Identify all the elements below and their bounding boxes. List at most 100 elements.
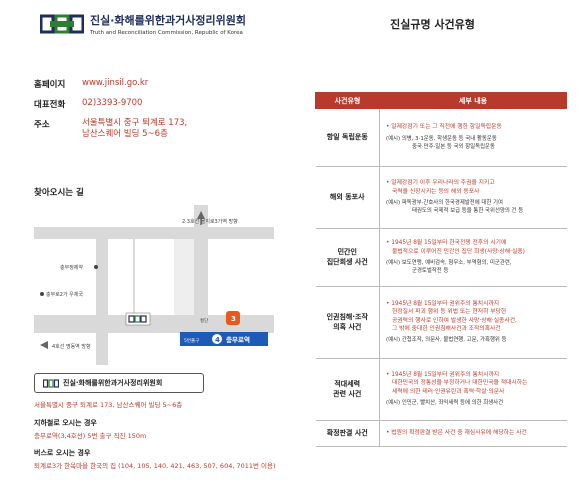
case-detail: • 1945년 8월 15일부터 한국전쟁 전후의 시기에 불법적으로 이루어진… [379, 228, 567, 287]
table-row: 확정판결 사건 • 법원의 확정판결 받은 사건 중 재심사유에 해당하는 사건 [315, 420, 567, 447]
table-header-row: 사건유형 세부 내용 [315, 92, 567, 109]
map-label-crossing: 횡단 [200, 317, 208, 324]
case-type: 항일 독립운동 [315, 108, 380, 167]
detail-example: (예시) 보도연맹, 예비검속, 형무소, 부역혐의, 미군관련, 군경토벌작전… [386, 260, 563, 276]
contact-info: 홈페이지 www.jinsil.go.kr 대표전화 02)3393-9700 … [34, 78, 187, 149]
main-line: • 일제강점기 이후 우리나라의 주권을 지키고 [386, 180, 495, 187]
map-exit-label: 5번출구 [184, 337, 199, 344]
example-line: 중국·만주·일본 등 국외 항일독립운동 [412, 143, 495, 150]
case-types-title: 진실규명 사건유형 [390, 18, 475, 31]
map-legend-text: 진실·화해를위한과거사정리위원회 [63, 379, 163, 387]
directions-title: 찾아오시는 길 [34, 188, 84, 198]
type-line: 인권침해·조작 [326, 312, 368, 321]
subway-heading: 지하철로 오시는 경우 [34, 419, 97, 427]
case-detail: • 일제강점기 이후 우리나라의 주권을 지키고 국력을 신장시키는 등의 해외… [379, 166, 567, 229]
type-line: 적대세력 [334, 379, 361, 388]
type-line: 의혹 사건 [333, 322, 362, 331]
detail-example: (예시) 간첩조작, 의문사, 불법연행, 고문, 가혹행위 등 [386, 337, 563, 345]
homepage-label: 홈페이지 [34, 80, 66, 90]
address-row: 주소 서울특별시 중구 퇴계로 173, 남산스퀘어 빌딩 5~6층 [34, 118, 187, 141]
phone-label: 대표전화 [34, 100, 66, 110]
case-detail: • 1945년 8월 15일부터 권위주의 통치시까지 헌정질서 파괴 행위 등… [379, 286, 567, 359]
map-label-top-road: 2·3호선 을지로3가역 방향 [182, 218, 238, 225]
detail-main: • 일제강점기 이후 우리나라의 주권을 지키고 국력을 신장시키는 등의 해외… [386, 179, 563, 196]
header-type: 사건유형 [315, 92, 380, 109]
type-line: 민간인 [337, 247, 357, 256]
table-row: 적대세력 관련 사건 • 1945년 8월 15일부터 권위주의 통치시까지 대… [315, 358, 567, 421]
subway-value: 충무로역(3,4호선) 5번 출구 직진 150m [34, 432, 147, 440]
map-line3-badge [226, 311, 240, 325]
example-line: (예시) 인민군, 빨치산, 좌익세력 등에 의한 희생사건 [386, 400, 504, 407]
map-building-marker [125, 312, 151, 326]
main-line: 대한민국의 정통성을 부정하거나 대한민국을 적대시하는 [392, 380, 528, 387]
main-line: 국력을 신장시키는 등의 해외 동포사 [392, 188, 480, 195]
commission-mini-logo-icon [43, 378, 59, 388]
map-label-post-office: 충무로2가 우체국 [46, 291, 83, 298]
table-row: 인권침해·조작 의혹 사건 • 1945년 8월 15일부터 권위주의 통치시까… [315, 286, 567, 359]
location-map: 2·3호선 을지로3가역 방향 충무정제약 충무로2가 우체국 4호선 명동역 … [34, 205, 274, 365]
main-line: • 1945년 8월 15일부터 권위주의 통치시까지 [386, 300, 500, 307]
map-label-myeongdong: 4호선 명동역 방향 [52, 343, 91, 350]
right-panel: 진실규명 사건유형 사건유형 세부 내용 항일 독립운동 • 일제강점기 또는 … [295, 0, 580, 500]
case-detail: • 1945년 8월 15일부터 권위주의 통치시까지 대한민국의 정통성을 부… [379, 358, 567, 421]
detail-example: (예시) 파독광부·간호사의 한국경제발전에 대한 기여 태권도의 국제적 보급… [386, 200, 563, 216]
main-line: 그 밖에 중대한 인권침해사건과 조작의혹사건 [392, 325, 501, 332]
main-line: 공권력의 행사로 인하여 발생한 사망·상해·실종사건, [392, 317, 517, 324]
map-legend-box: 진실·화해를위한과거사정리위원회 [34, 373, 204, 393]
case-type: 민간인 집단희생 사건 [315, 228, 380, 287]
case-type: 해외 동포사 [315, 166, 380, 229]
logo-title-ko: 진실·화해를위한과거사정리위원회 [90, 14, 246, 27]
homepage-row: 홈페이지 www.jinsil.go.kr [34, 78, 187, 90]
commission-logo: 진실·화해를위한과거사정리위원회 Truth and Reconciliatio… [40, 12, 246, 36]
detail-main: • 1945년 8월 15일부터 권위주의 통치시까지 대한민국의 정통성을 부… [386, 371, 563, 396]
detail-main: • 1945년 8월 15일부터 권위주의 통치시까지 헌정질서 파괴 행위 등… [386, 300, 563, 334]
case-type: 적대세력 관련 사건 [315, 358, 380, 421]
map-road-left [96, 227, 108, 365]
detail-main: • 1945년 8월 15일부터 한국전쟁 전후의 시기에 불법적으로 이루어진… [386, 239, 563, 256]
map-line3-number: 3 [231, 315, 236, 323]
example-line: (예시) 의병, 3·1운동, 학생운동 등 국내 활동운동 [386, 135, 497, 142]
header-detail: 세부 내용 [379, 92, 567, 109]
map-station-number: 4 [215, 336, 220, 344]
phone-row: 대표전화 02)3393-9700 [34, 98, 187, 110]
main-line: 헌정질서 파괴 행위 등 위법 또는 현저히 부당한 [392, 309, 507, 316]
map-road-main [194, 205, 208, 333]
table-row: 항일 독립운동 • 일제강점기 또는 그 직전에 행한 항일독립운동 (예시) … [315, 108, 567, 167]
example-line: 태권도의 국제적 보급 등을 통한 국위선양의 건 등 [412, 207, 524, 214]
example-line: (예시) 파독광부·간호사의 한국경제발전에 대한 기여 [386, 200, 503, 207]
detail-example: (예시) 인민군, 빨치산, 좌익세력 등에 의한 희생사건 [386, 400, 563, 408]
map-station-bar [180, 332, 268, 346]
example-line: 군경토벌작전 등 [412, 267, 449, 274]
detail-example: (예시) 의병, 3·1운동, 학생운동 등 국내 활동운동 중국·만주·일본 … [386, 136, 563, 152]
logo-title-en: Truth and Reconciliation Commission, Rep… [90, 30, 243, 36]
case-detail: • 법원의 확정판결 받은 사건 중 재심사유에 해당하는 사건 [379, 420, 567, 447]
case-types-table: 사건유형 세부 내용 항일 독립운동 • 일제강점기 또는 그 직전에 행한 항… [315, 92, 567, 447]
case-type: 확정판결 사건 [315, 420, 380, 447]
bus-heading: 버스로 오시는 경우 [34, 449, 91, 457]
case-type: 인권침해·조작 의혹 사건 [315, 286, 380, 359]
main-line: • 1945년 8월 15일부터 한국전쟁 전후의 시기에 [386, 240, 507, 247]
case-detail: • 일제강점기 또는 그 직전에 행한 항일독립운동 (예시) 의병, 3·1운… [379, 108, 567, 167]
homepage-link[interactable]: www.jinsil.go.kr [82, 78, 149, 88]
left-panel: 진실·화해를위한과거사정리위원회 Truth and Reconciliatio… [34, 12, 276, 470]
main-line: 세력에 의한 테러·인권유린과 폭력·학살·의문사 [392, 388, 505, 395]
map-road-bottom [34, 315, 274, 333]
commission-logo-icon [40, 14, 84, 34]
address-value: 서울특별시 중구 퇴계로 173, 남산스퀘어 빌딩 5~6층 [82, 118, 187, 141]
phone-value: 02)3393-9700 [82, 98, 143, 108]
type-line: 집단희생 사건 [326, 257, 368, 266]
type-line: 관련 사건 [333, 389, 362, 398]
example-line: (예시) 보도연맹, 예비검속, 형무소, 부역혐의, 미군관련, [386, 260, 512, 267]
map-label-pharmacy: 충무정제약 [60, 264, 83, 271]
detail-main: • 일제강점기 또는 그 직전에 행한 항일독립운동 [386, 124, 502, 131]
main-line: • 1945년 8월 15일부터 권위주의 통치시까지 [386, 372, 500, 378]
address-line-1: 서울특별시 중구 퇴계로 173, [82, 118, 188, 128]
map-road-top [34, 227, 274, 239]
detail-main: • 법원의 확정판결 받은 사건 중 재심사유에 해당하는 사건 [386, 430, 527, 437]
table-row: 해외 동포사 • 일제강점기 이후 우리나라의 주권을 지키고 국력을 신장시키… [315, 166, 567, 229]
address-red: 서울특별시 중구 퇴계로 173, 남산스퀘어 빌딩 5~6층 [34, 401, 183, 409]
bus-value: 퇴계로3가 한옥마을 한국의 집 (104, 105, 140, 421, 46… [34, 462, 276, 470]
address-line-2: 남산스퀘어 빌딩 5~6층 [82, 129, 168, 140]
map-station-name: 충무로역 [226, 335, 250, 344]
